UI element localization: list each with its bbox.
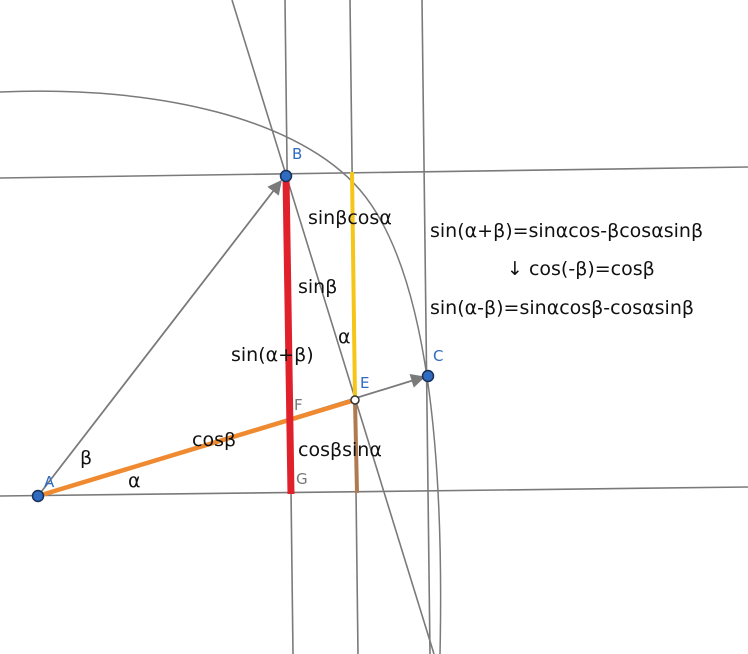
label-E: E bbox=[360, 374, 369, 392]
circle-arc bbox=[0, 90, 442, 654]
point-C[interactable] bbox=[421, 369, 435, 383]
point-B[interactable] bbox=[279, 169, 293, 183]
label-sin-beta: sinβ bbox=[298, 276, 337, 298]
segment-sin-alpha-plus-beta bbox=[282, 175, 295, 495]
point-E[interactable] bbox=[350, 395, 360, 405]
label-G: G bbox=[296, 470, 308, 488]
vector-AB bbox=[37, 179, 282, 497]
label-cos-beta: cosβ bbox=[192, 429, 236, 451]
segment-sin-beta-cos-alpha bbox=[350, 171, 357, 401]
line-through-B bbox=[0, 166, 748, 179]
angle-beta: β bbox=[80, 447, 92, 469]
label-cos-beta-sin-alpha: cosβsinα bbox=[298, 439, 382, 461]
point-A[interactable] bbox=[31, 489, 45, 503]
angle-alpha: α bbox=[128, 470, 141, 492]
line-AG bbox=[0, 486, 748, 497]
formula-substitution: ↓ cos(-β)=cosβ bbox=[507, 258, 655, 280]
label-F: F bbox=[294, 396, 303, 414]
segment-cos-beta-sin-alpha bbox=[353, 399, 359, 494]
segment-cos-beta bbox=[37, 397, 356, 499]
formula-difference: sin(α-β)=sinαcosβ-cosαsinβ bbox=[430, 297, 695, 319]
perpendicular-from-C bbox=[421, 0, 431, 654]
label-B: B bbox=[292, 145, 302, 163]
label-A: A bbox=[44, 473, 55, 491]
line-BE bbox=[231, 0, 435, 654]
angle-alpha-at-E: α bbox=[338, 326, 351, 348]
formula-sum: sin(α+β)=sinαcos-βcosαsinβ bbox=[430, 220, 704, 242]
label-sin-alpha-plus-beta: sin(α+β) bbox=[231, 344, 314, 366]
label-sin-beta-cos-alpha: sinβcosα bbox=[308, 207, 392, 229]
label-C: C bbox=[433, 347, 443, 365]
